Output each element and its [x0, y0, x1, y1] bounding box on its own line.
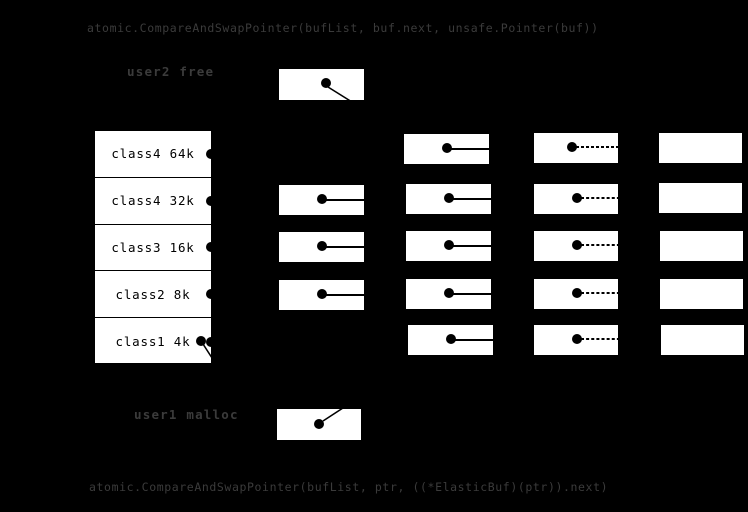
list-head-pointer-dot-icon [206, 195, 216, 206]
size-class-label: class4 64k [111, 146, 195, 162]
pointer-dot-icon [444, 288, 454, 298]
malloc-target-dot-icon [196, 336, 206, 347]
link-line-dashed [576, 146, 624, 148]
pointer-dot-icon [446, 334, 456, 344]
freelist-node [534, 325, 625, 355]
list-head-pointer-dot-icon [206, 289, 216, 300]
size-class-label: class3 16k [111, 239, 195, 255]
pointer-dot-icon [572, 288, 582, 298]
link-line [326, 294, 364, 296]
freelist-node [404, 134, 489, 164]
freelist-node [534, 133, 624, 163]
link-line [326, 246, 364, 248]
link-line-dashed [581, 292, 625, 294]
link-line-dashed [581, 197, 625, 199]
list-head-pointer-dot-icon [206, 336, 216, 347]
free-buffer-node [279, 69, 364, 100]
freelist-node [534, 279, 625, 309]
size-class-label: class4 32k [111, 193, 195, 209]
table-row[interactable]: class4 32k [95, 178, 216, 225]
pointer-dot-icon [572, 334, 582, 344]
freelist-node [279, 232, 364, 262]
list-head-pointer-dot-icon [206, 242, 216, 253]
actor-label-user2-free: user2 free [127, 64, 215, 79]
freelist-node [406, 279, 491, 309]
size-class-table: class4 64k class4 32k class3 16k class2 … [94, 130, 216, 365]
table-row[interactable]: class1 4k [95, 318, 216, 365]
freelist-tail-node [659, 183, 742, 213]
actor-label-user1-malloc: user1 malloc [134, 407, 239, 422]
link-line [453, 245, 491, 247]
freelist-node [534, 184, 625, 214]
list-head-pointer-dot-icon [206, 148, 216, 159]
freelist-node [406, 231, 491, 261]
pointer-dot-icon [572, 193, 582, 203]
freelist-tail-node [661, 325, 744, 355]
pointer-dot-icon [567, 142, 577, 152]
table-row[interactable]: class2 8k [95, 271, 216, 319]
freelist-tail-node [659, 133, 742, 163]
link-line-dashed [581, 244, 625, 246]
pointer-dot-icon [442, 143, 452, 153]
freelist-node [408, 325, 493, 355]
pointer-dot-icon [572, 240, 582, 250]
freelist-node [279, 280, 364, 310]
link-line-dashed [581, 338, 625, 340]
pointer-dot-icon [317, 289, 327, 299]
freelist-tail-node [660, 231, 743, 261]
pointer-dot-icon [314, 419, 324, 429]
table-row[interactable]: class4 64k [95, 131, 216, 178]
link-line [453, 293, 491, 295]
freelist-tail-node [660, 279, 743, 309]
pointer-dot-icon [444, 240, 454, 250]
malloc-buffer-node [277, 409, 361, 440]
freelist-node [279, 185, 364, 215]
pointer-dot-icon [317, 194, 327, 204]
table-row[interactable]: class3 16k [95, 225, 216, 272]
freelist-node [406, 184, 491, 214]
pointer-dot-icon [321, 78, 331, 88]
link-line [451, 148, 489, 150]
pointer-dot-icon [317, 241, 327, 251]
pointer-dot-icon [444, 193, 454, 203]
link-line [453, 198, 491, 200]
size-class-label: class2 8k [115, 286, 191, 302]
bottom-code-caption: atomic.CompareAndSwapPointer(bufList, pt… [89, 480, 609, 494]
link-line [326, 199, 364, 201]
top-code-caption: atomic.CompareAndSwapPointer(bufList, bu… [87, 21, 599, 35]
link-line [455, 339, 493, 341]
freelist-node [534, 231, 625, 261]
size-class-label: class1 4k [115, 334, 191, 350]
